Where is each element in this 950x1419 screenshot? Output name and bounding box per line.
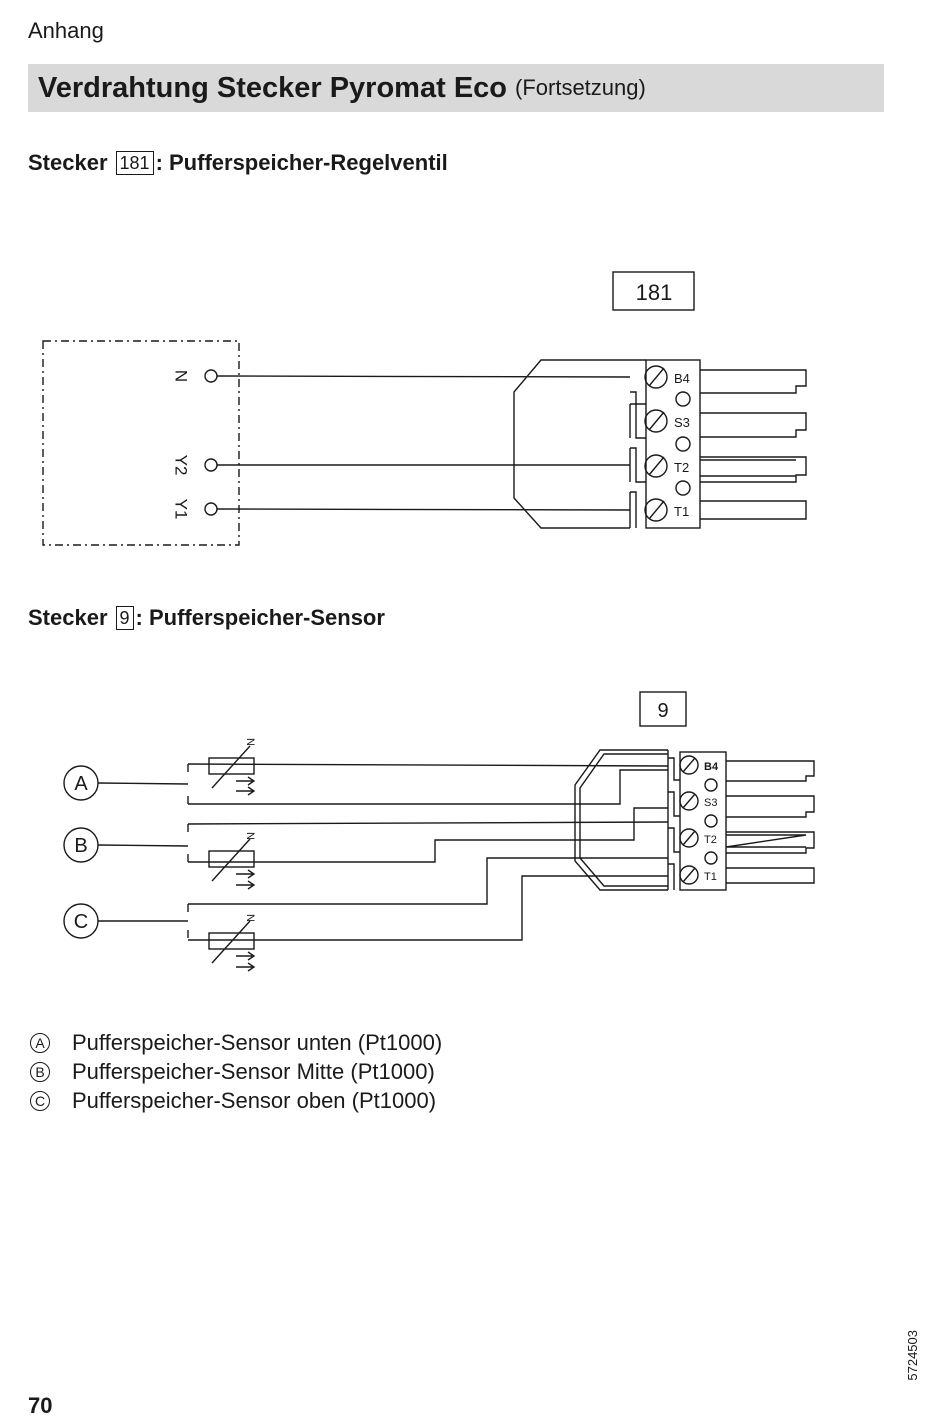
pin9-label-b4: B4 — [704, 761, 719, 773]
connector-9-pins — [725, 760, 815, 884]
connector-9-housing — [574, 749, 668, 891]
sensor-wiring-diagram: 9 A B C N N N B4 S3 T2 T1 — [63, 691, 815, 972]
sensor-a-symbol — [208, 745, 256, 796]
sensor-c-symbol — [208, 920, 256, 972]
sensor-c-theta-label: N — [244, 914, 256, 922]
legend-text-a: Pufferspeicher-Sensor unten (Pt1000) — [72, 1029, 443, 1055]
pin-label-s3: S3 — [674, 415, 690, 430]
page-title: Verdrahtung Stecker Pyromat Eco — [38, 71, 507, 104]
valve-terminal-y2 — [204, 458, 218, 472]
section1-connector-number: 181 — [115, 151, 154, 175]
page-title-bar: Verdrahtung Stecker Pyromat Eco (Fortset… — [28, 64, 884, 112]
section2-heading-prefix: Stecker — [28, 605, 108, 630]
section1-heading-suffix: : Pufferspeicher-Regelventil — [155, 150, 448, 175]
legend-marker-c: C — [30, 1090, 50, 1111]
connector-181-pins — [700, 369, 807, 520]
pin9-label-s3: S3 — [704, 797, 717, 809]
valve-terminal-label-y2: Y2 — [172, 455, 191, 476]
connector-9-label: 9 — [657, 700, 668, 722]
legend-item-b: B Pufferspeicher-Sensor Mitte (Pt1000) — [30, 1057, 442, 1086]
section2-connector-number: 9 — [115, 606, 134, 630]
connector-181-housing — [513, 359, 630, 529]
page-number: 70 — [28, 1393, 53, 1418]
valve-terminal-label-y1: Y1 — [172, 499, 191, 520]
page-title-suffix: (Fortsetzung) — [515, 75, 646, 100]
section2-heading: Stecker 9 : Pufferspeicher-Sensor — [28, 605, 385, 631]
sensor-marker-c-label: C — [74, 911, 88, 933]
connector-9-pin-block — [679, 751, 727, 891]
document-number: 5724503 — [905, 1330, 920, 1381]
section-header: Anhang — [28, 18, 104, 43]
legend-text-c: Pufferspeicher-Sensor oben (Pt1000) — [72, 1087, 437, 1113]
section1-heading: Stecker 181 : Pufferspeicher-Regelventil — [28, 150, 448, 176]
section2-heading-suffix: : Pufferspeicher-Sensor — [135, 605, 385, 630]
pin-label-t1: T1 — [674, 504, 689, 519]
pin-label-b4: B4 — [674, 371, 690, 386]
legend-item-a: A Pufferspeicher-Sensor unten (Pt1000) — [30, 1028, 442, 1057]
section1-heading-prefix: Stecker — [28, 150, 108, 175]
valve-wiring-diagram: 181 N Y2 Y1 B4 S3 T2 T1 — [42, 271, 807, 546]
legend-item-c: C Pufferspeicher-Sensor oben (Pt1000) — [30, 1086, 442, 1115]
pin9-label-t1: T1 — [704, 871, 717, 883]
sensor-a-theta-label: N — [244, 738, 256, 746]
pin-label-t2: T2 — [674, 460, 689, 475]
valve-terminal-n — [204, 369, 218, 383]
legend: A Pufferspeicher-Sensor unten (Pt1000) B… — [30, 1028, 442, 1115]
legend-marker-a: A — [30, 1032, 50, 1053]
legend-marker-b: B — [30, 1061, 50, 1082]
valve-box — [42, 340, 240, 546]
valve-terminal-label-n: N — [172, 370, 191, 382]
sensor-b-theta-label: N — [244, 832, 256, 840]
sensor-marker-b-label: B — [74, 835, 87, 857]
connector-181-label-box — [612, 271, 695, 311]
valve-terminal-y1 — [204, 502, 218, 516]
pin9-label-t2: T2 — [704, 834, 717, 846]
connector-181-pin-block — [645, 359, 701, 529]
sensor-b-symbol — [208, 838, 256, 890]
legend-text-b: Pufferspeicher-Sensor Mitte (Pt1000) — [72, 1058, 435, 1084]
sensor-marker-a-label: A — [74, 773, 88, 795]
connector-9-label-box — [639, 691, 687, 727]
connector-181-label: 181 — [636, 280, 673, 305]
